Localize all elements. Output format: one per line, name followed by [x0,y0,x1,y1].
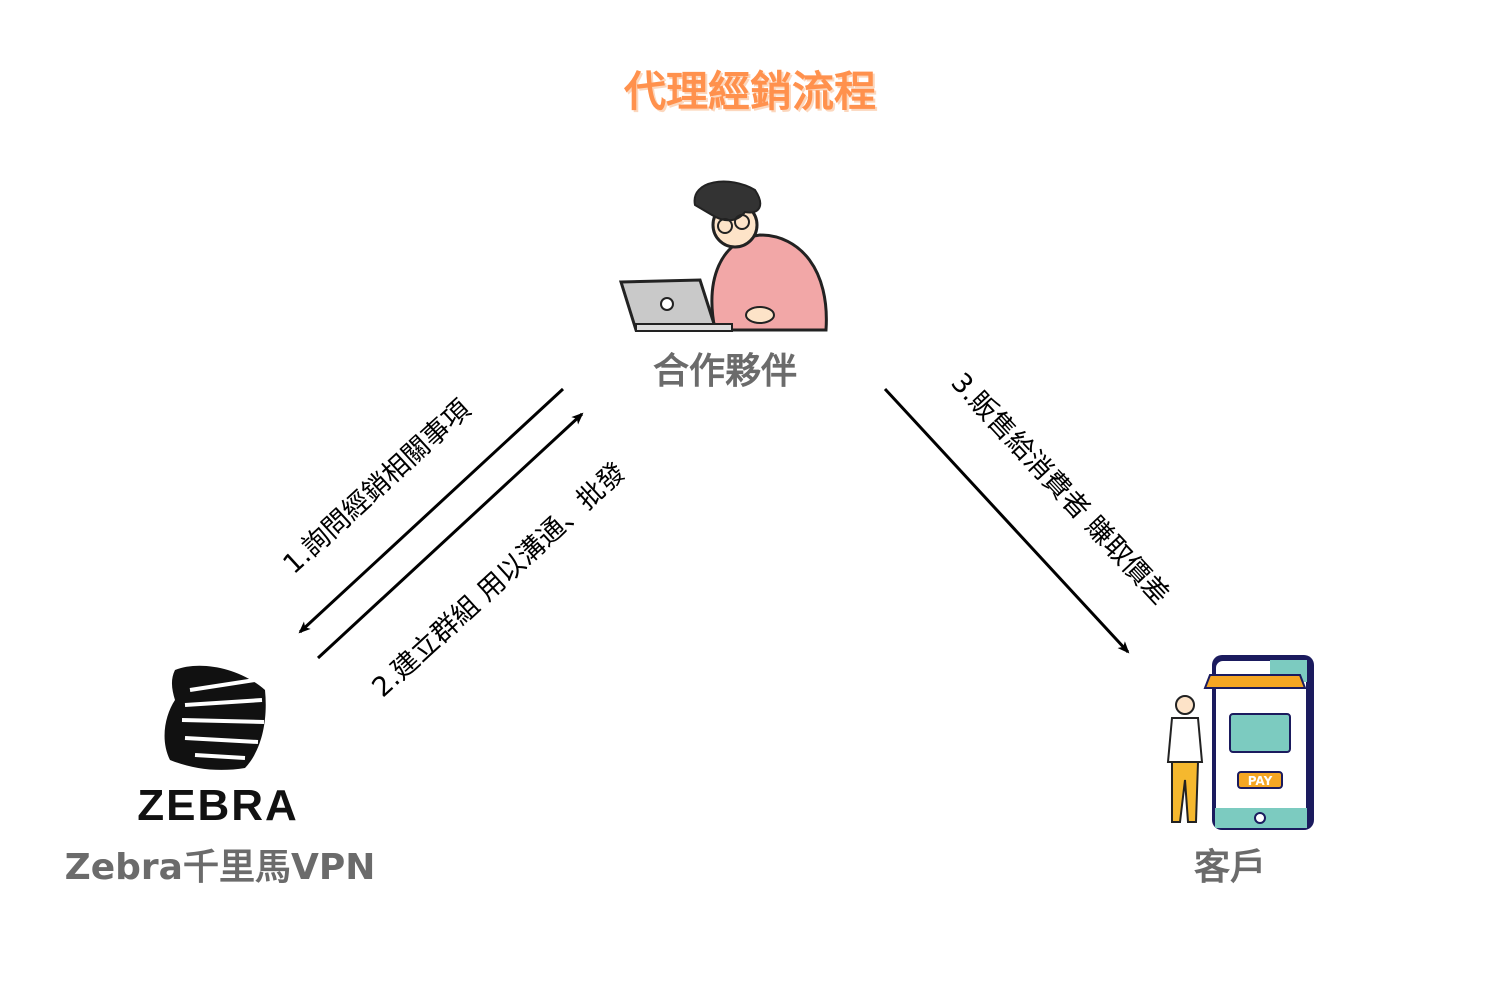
arrow-sell [883,387,1130,654]
node-zebra-label: Zebra千里馬VPN [64,847,376,888]
diagram-title: 代理經銷流程 [623,67,876,116]
customer-illustration: PAY [1166,655,1314,830]
pay-button-text: PAY [1248,774,1273,788]
node-partner-label: 合作夥伴 [652,351,797,392]
zebra-logo-text: ZEBRA [137,781,299,830]
arrow-group [316,412,584,660]
node-customer-label: 客戶 [1193,847,1266,888]
partner-illustration [618,180,828,332]
zebra-logo-icon: ZEBRA [137,665,299,830]
arrow-inquiry [298,387,565,634]
